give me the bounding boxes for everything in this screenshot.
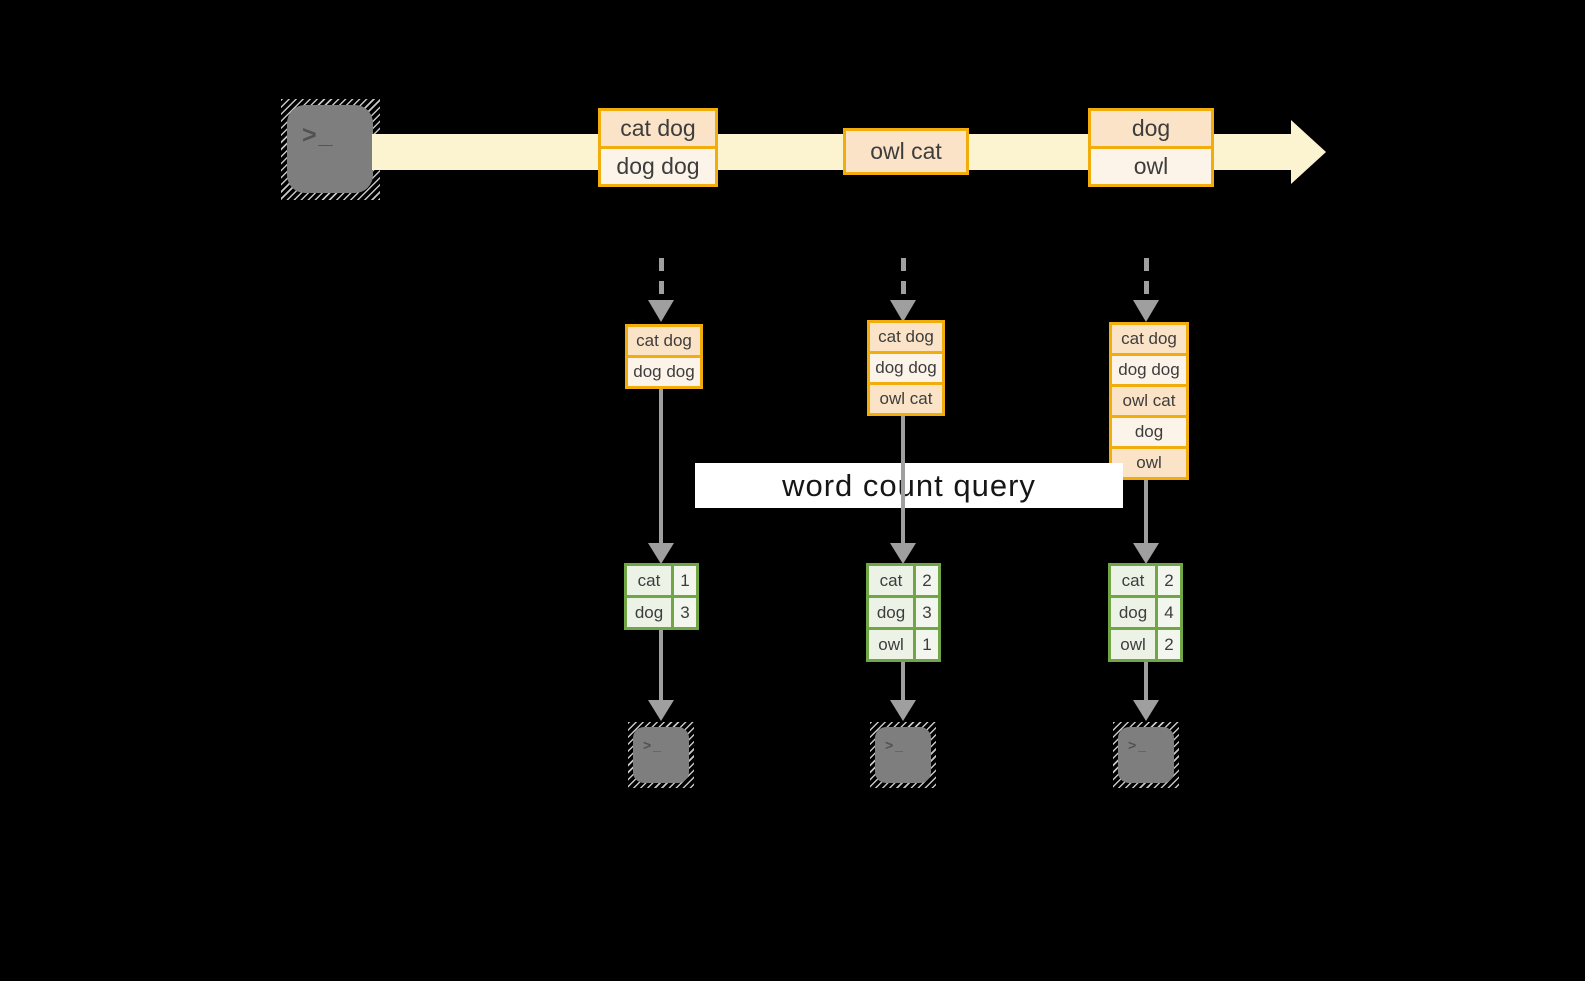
word-cell: owl xyxy=(1111,630,1155,659)
stream-arrowhead-icon xyxy=(1291,120,1326,184)
sink-terminal-icon-2: >_ xyxy=(870,722,936,788)
batch-box-2: cat dog dog dog owl cat xyxy=(867,320,945,416)
terminal-icon: >_ xyxy=(875,727,931,783)
dashed-arrow-head-icon xyxy=(890,300,916,322)
batch-record: owl cat xyxy=(870,385,942,413)
word-cell: dog xyxy=(627,598,671,627)
batch-record: owl xyxy=(1112,449,1186,477)
terminal-prompt-glyph: >_ xyxy=(302,121,335,149)
batch-record: cat dog xyxy=(1112,325,1186,353)
batch-record: owl cat xyxy=(1112,387,1186,415)
dashed-arrow-head-icon xyxy=(648,300,674,322)
dashed-arrow-shaft xyxy=(1144,258,1149,302)
dashed-arrow-shaft xyxy=(659,258,664,302)
stream-record: cat dog xyxy=(601,111,715,146)
arrow-shaft xyxy=(901,662,905,702)
terminal-prompt-glyph: >_ xyxy=(643,737,663,753)
batch-record: cat dog xyxy=(628,327,700,355)
result-table-3: cat 2 dog 4 owl 2 xyxy=(1108,563,1183,662)
count-cell: 2 xyxy=(916,566,938,595)
terminal-prompt-glyph: >_ xyxy=(885,737,905,753)
stream-event-box-1: cat dog dog dog xyxy=(598,108,718,187)
count-cell: 3 xyxy=(916,598,938,627)
arrow-head-icon xyxy=(1133,700,1159,721)
stream-record: dog xyxy=(1091,111,1211,146)
arrow-head-icon xyxy=(648,543,674,564)
sink-terminal-icon-3: >_ xyxy=(1113,722,1179,788)
arrow-shaft xyxy=(1144,662,1148,702)
dashed-arrow-head-icon xyxy=(1133,300,1159,322)
query-label: word count query xyxy=(695,463,1123,508)
word-cell: dog xyxy=(869,598,913,627)
batch-box-3: cat dog dog dog owl cat dog owl xyxy=(1109,322,1189,480)
terminal-prompt-glyph: >_ xyxy=(1128,737,1148,753)
terminal-icon: >_ xyxy=(1118,727,1174,783)
stream-event-box-2: owl cat xyxy=(843,128,969,175)
count-cell: 1 xyxy=(674,566,696,595)
arrow-shaft xyxy=(901,416,905,545)
word-cell: owl xyxy=(869,630,913,659)
stream-event-box-3: dog owl xyxy=(1088,108,1214,187)
stream-record: dog dog xyxy=(601,149,715,184)
arrow-head-icon xyxy=(1133,543,1159,564)
batch-record: cat dog xyxy=(870,323,942,351)
arrow-shaft xyxy=(659,630,663,702)
batch-record: dog xyxy=(1112,418,1186,446)
count-cell: 4 xyxy=(1158,598,1180,627)
result-table-1: cat 1 dog 3 xyxy=(624,563,699,630)
arrow-shaft xyxy=(1144,480,1148,545)
count-cell: 3 xyxy=(674,598,696,627)
batch-record: dog dog xyxy=(628,358,700,386)
word-cell: dog xyxy=(1111,598,1155,627)
batch-record: dog dog xyxy=(1112,356,1186,384)
result-table-2: cat 2 dog 3 owl 1 xyxy=(866,563,941,662)
arrow-head-icon xyxy=(648,700,674,721)
terminal-icon: >_ xyxy=(633,727,689,783)
dashed-arrow-shaft xyxy=(901,258,906,302)
stream-record: owl xyxy=(1091,149,1211,184)
batch-record: dog dog xyxy=(870,354,942,382)
count-cell: 2 xyxy=(1158,630,1180,659)
batch-box-1: cat dog dog dog xyxy=(625,324,703,389)
terminal-icon: >_ xyxy=(287,105,373,193)
arrow-shaft xyxy=(659,389,663,545)
count-cell: 2 xyxy=(1158,566,1180,595)
word-cell: cat xyxy=(1111,566,1155,595)
stream-record: owl cat xyxy=(846,131,966,172)
arrow-head-icon xyxy=(890,543,916,564)
count-cell: 1 xyxy=(916,630,938,659)
arrow-head-icon xyxy=(890,700,916,721)
word-cell: cat xyxy=(869,566,913,595)
sink-terminal-icon-1: >_ xyxy=(628,722,694,788)
word-cell: cat xyxy=(627,566,671,595)
source-terminal-icon: >_ xyxy=(281,99,380,200)
